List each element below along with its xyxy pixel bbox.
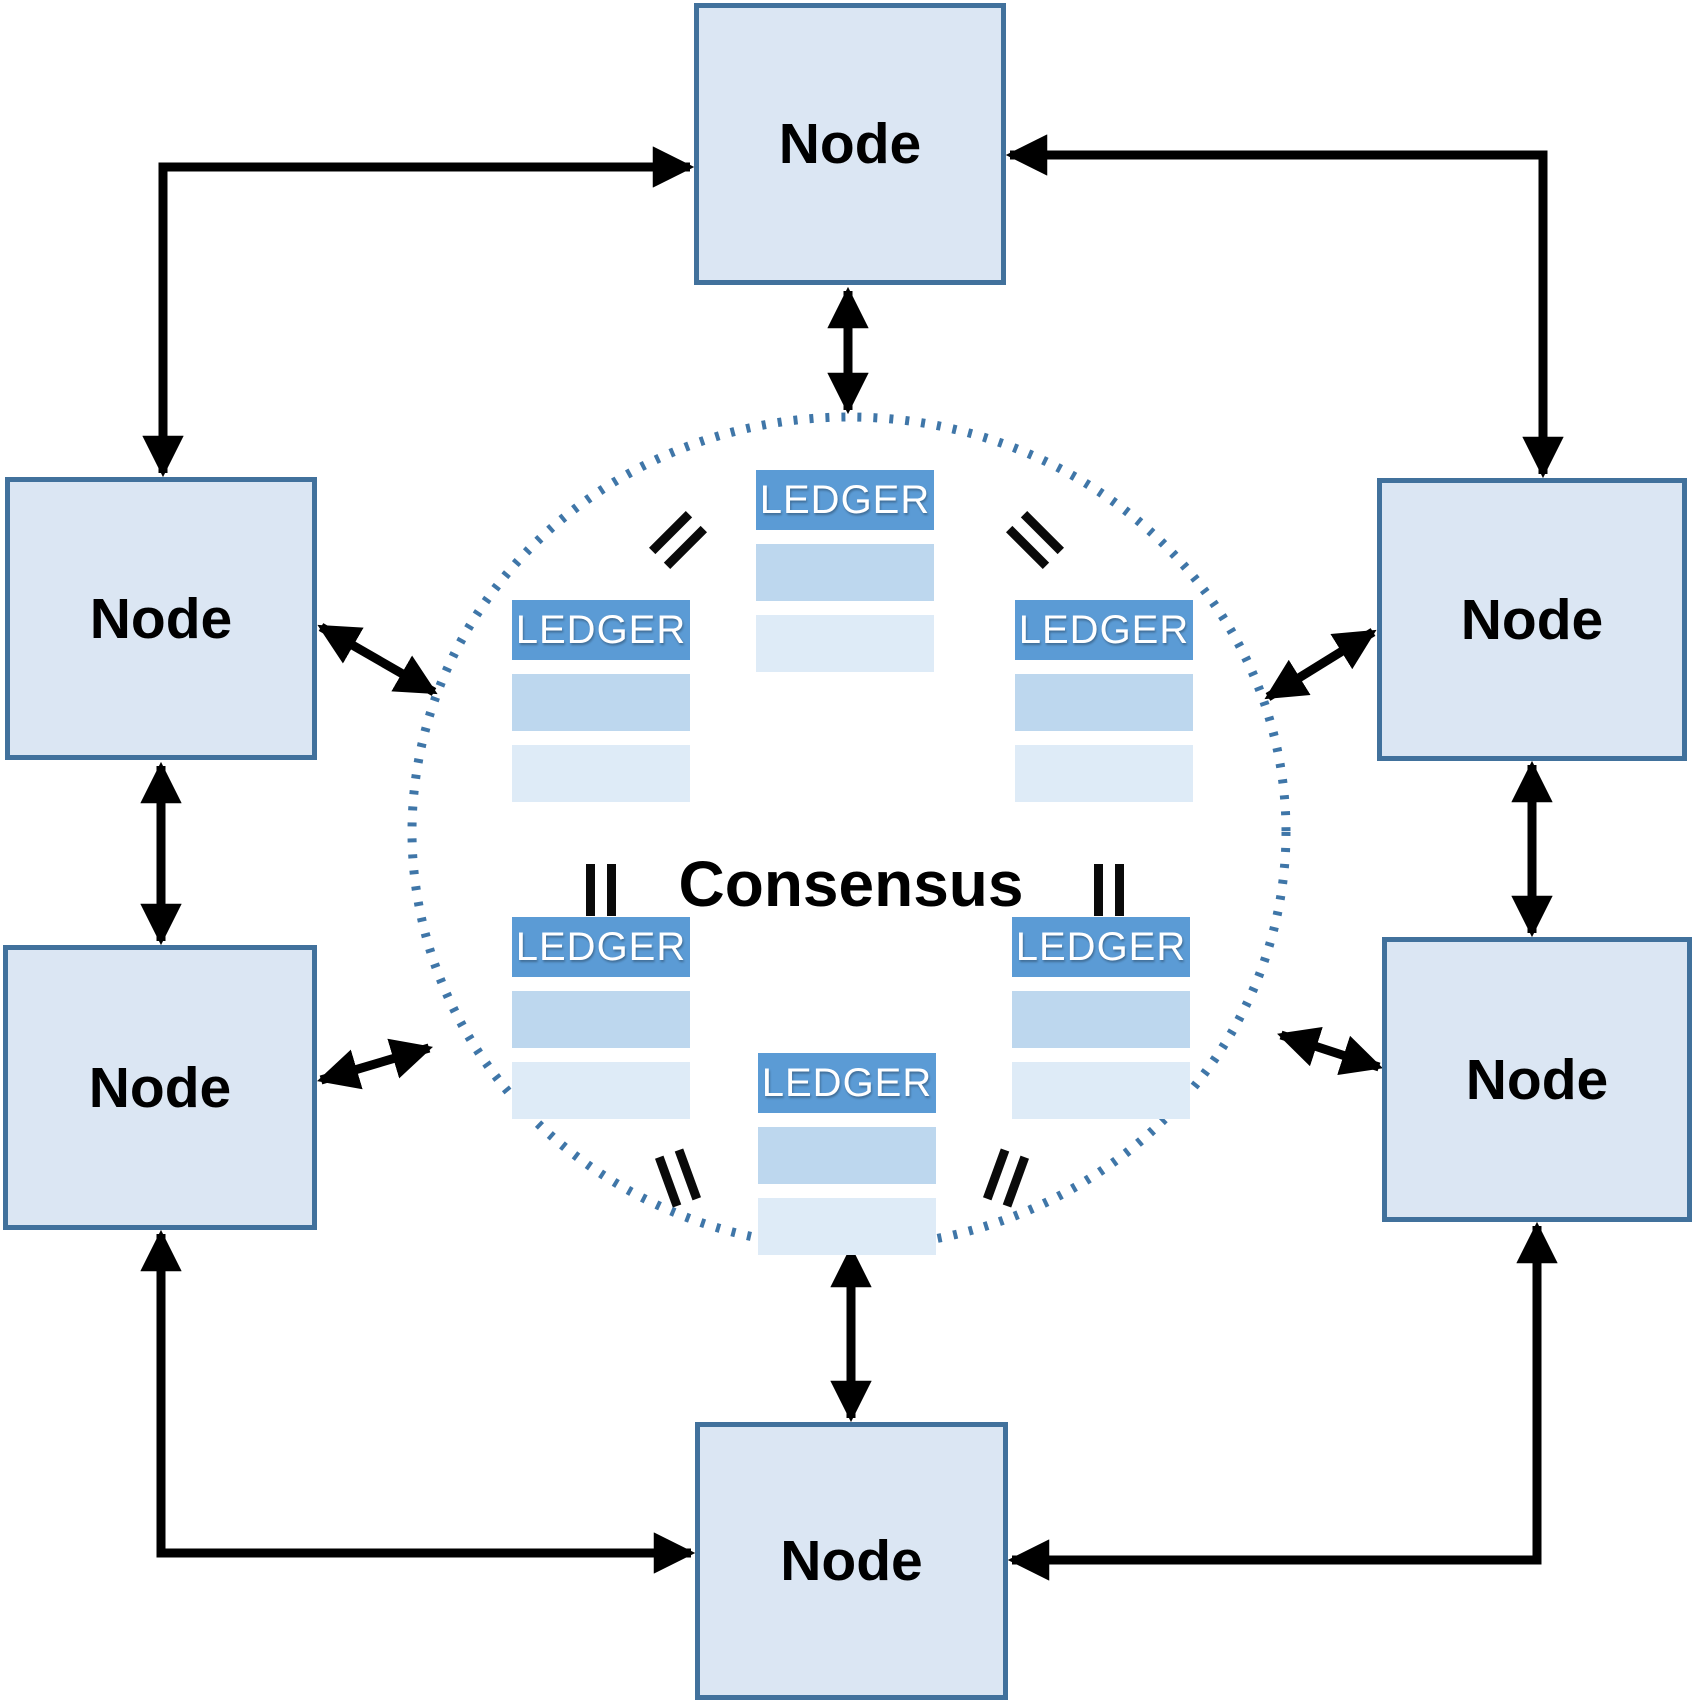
node-box-top: Node	[694, 3, 1006, 285]
ledger-title: LEDGER	[756, 470, 934, 530]
ledger-title: LEDGER	[512, 600, 690, 660]
connector-left-top-node-circle	[317, 623, 438, 696]
connector-top-right-elbow	[1005, 134, 1564, 479]
ledger-table-mid-right: LEDGER	[1015, 600, 1193, 802]
ledger-title: LEDGER	[1015, 600, 1193, 660]
connector-left-bottom-node-circle	[317, 1038, 433, 1090]
ledger-table-lower-left: LEDGER	[512, 917, 690, 1119]
connector-right-bottom-node-circle	[1277, 1026, 1383, 1076]
ledger-row	[512, 991, 690, 1048]
node-box-bottom: Node	[695, 1422, 1008, 1700]
consensus-label: Consensus	[678, 848, 1024, 920]
ledger-row	[756, 615, 934, 672]
connector-bottom-right-elbow	[1007, 1221, 1558, 1581]
ledger-row	[756, 544, 934, 601]
ledger-title: LEDGER	[1012, 917, 1190, 977]
ledger-table-lower-right: LEDGER	[1012, 917, 1190, 1119]
ledger-row	[512, 745, 690, 802]
node-box-left-top: Node	[5, 477, 317, 760]
ledger-row	[512, 1062, 690, 1119]
connector-top-left-elbow	[142, 146, 695, 478]
ledger-title: LEDGER	[758, 1053, 936, 1113]
connector-bottom-left-elbow	[140, 1229, 696, 1574]
ledger-table-mid-left: LEDGER	[512, 600, 690, 802]
node-box-right-top: Node	[1377, 478, 1687, 761]
node-box-left-bottom: Node	[3, 945, 317, 1230]
ledger-table-top-center: LEDGER	[756, 470, 934, 672]
consensus-dotted-circle	[407, 412, 1291, 1252]
ledger-row	[1015, 745, 1193, 802]
ledger-row	[512, 674, 690, 731]
equals-icon	[1094, 864, 1124, 916]
ledger-title: LEDGER	[512, 917, 690, 977]
equals-icon	[586, 864, 616, 916]
ledger-row	[1015, 674, 1193, 731]
connector-right-top-node-circle	[1264, 628, 1377, 701]
node-box-right-bottom: Node	[1382, 937, 1692, 1222]
ledger-row	[1012, 1062, 1190, 1119]
ledger-table-bottom-center: LEDGER	[758, 1053, 936, 1255]
ledger-row	[1012, 991, 1190, 1048]
ledger-row	[758, 1198, 936, 1255]
ledger-row	[758, 1127, 936, 1184]
